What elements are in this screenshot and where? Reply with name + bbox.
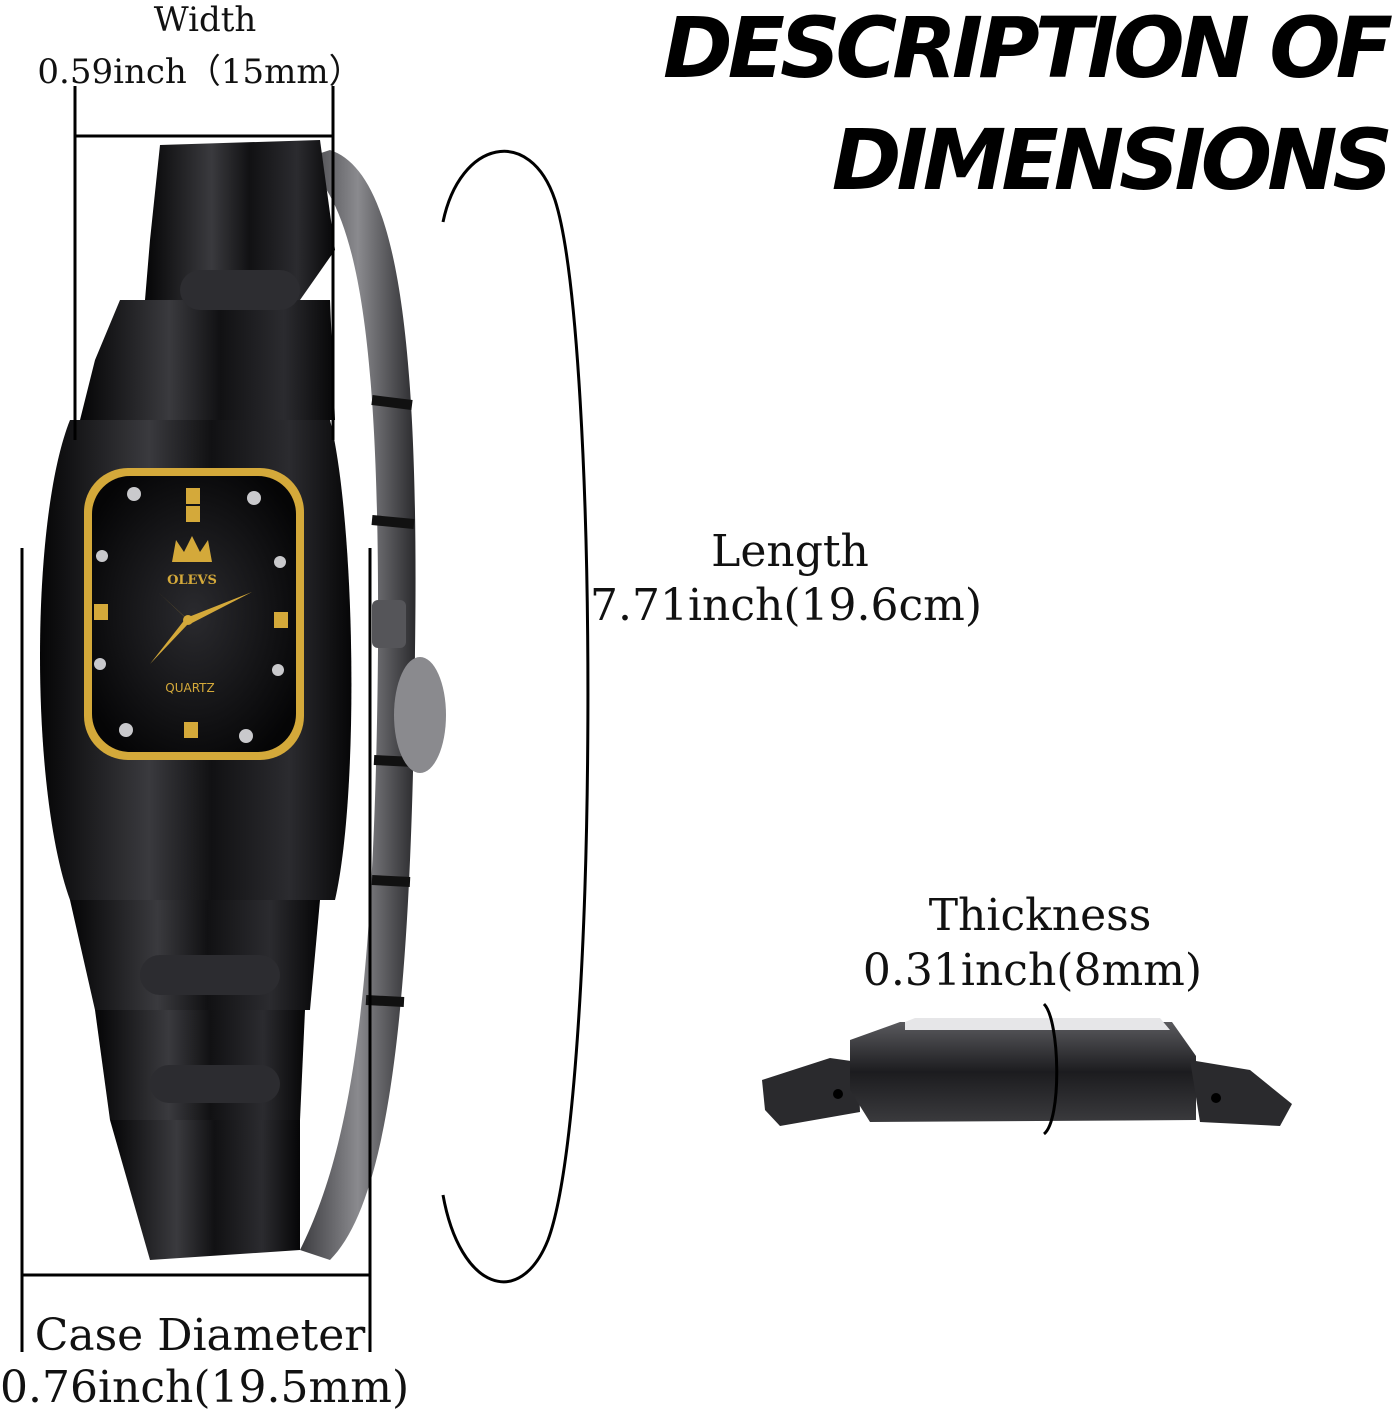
watch-side-view: [762, 1018, 1292, 1126]
dial-brand: OLEVS: [167, 573, 217, 588]
crown-icon: [372, 600, 406, 648]
width-dimension-lines: [73, 86, 335, 440]
width-label: Width: [153, 0, 257, 40]
page-title-line-2: DIMENSIONS: [831, 111, 1393, 209]
thickness-dimension-arc: [1042, 1002, 1059, 1136]
thickness-value: 0.31inch(8mm): [862, 945, 1203, 996]
case-diameter-label: Case Diameter: [34, 1310, 366, 1361]
minute-hand: [186, 592, 252, 624]
case-diameter-dimension-lines: [20, 548, 372, 1352]
thickness-label: Thickness: [928, 890, 1152, 941]
bracelet-front: [70, 140, 335, 1260]
page-title-line-1: DESCRIPTION OF: [662, 0, 1393, 97]
length-dimension-arc: [441, 149, 590, 1284]
length-value: 7.71inch(19.6cm): [590, 580, 983, 631]
dial-face: [92, 476, 296, 752]
bracelet-back: [300, 150, 416, 1260]
length-label: Length: [711, 526, 869, 577]
dial-movement: QUARTZ: [165, 681, 214, 695]
width-value: 0.59inch（15mm）: [37, 52, 363, 92]
hour-hand: [150, 618, 188, 664]
crown-logo-icon: [172, 536, 212, 562]
case-diameter-value: 0.76inch(19.5mm): [0, 1362, 410, 1413]
watch-case: OLEVS QUARTZ: [40, 420, 446, 900]
